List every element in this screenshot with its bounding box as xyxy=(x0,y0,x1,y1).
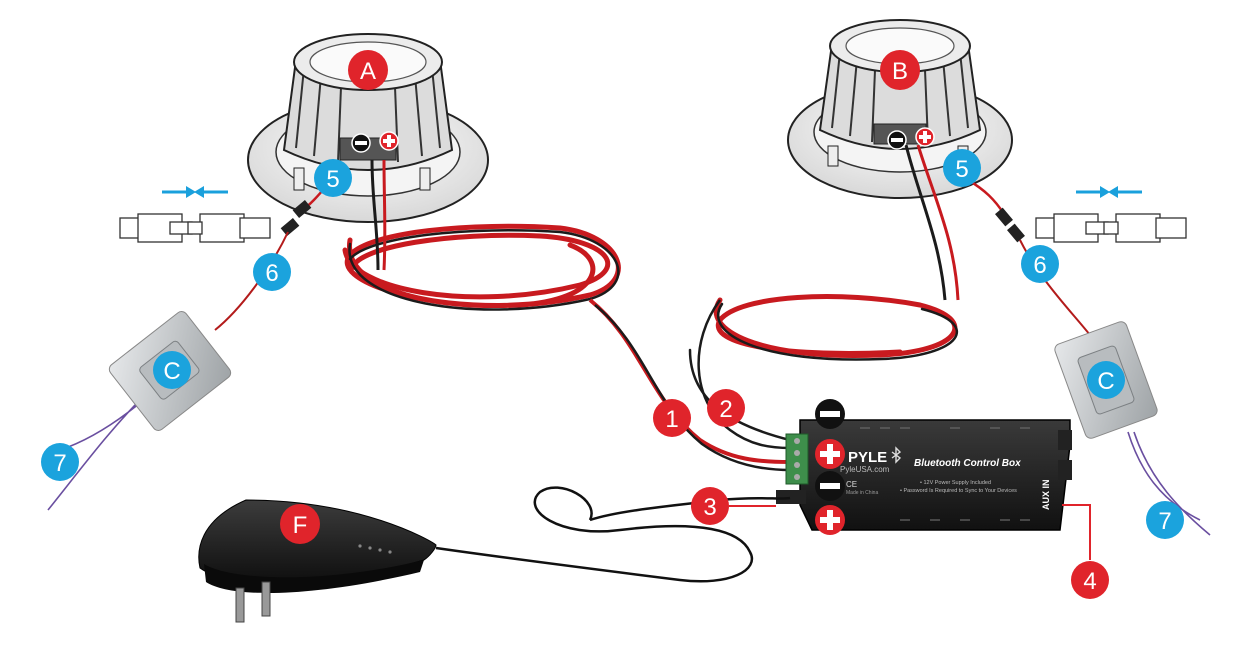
badge-c-right: C xyxy=(1087,361,1125,399)
badge-5-left: 5 xyxy=(314,159,352,197)
bluetooth-icon xyxy=(891,446,902,464)
badge-3: 3 xyxy=(691,487,776,525)
polarity-plus-lower xyxy=(815,505,845,535)
badge-c-left: C xyxy=(153,351,191,389)
badge-5-right: 5 xyxy=(943,149,981,187)
svg-text:C: C xyxy=(1097,368,1114,395)
badge-b: B xyxy=(880,50,920,90)
adapter-cable xyxy=(435,486,791,583)
badge-7-right: 7 xyxy=(1146,501,1184,539)
svg-text:4: 4 xyxy=(1083,568,1096,595)
badge-2: 2 xyxy=(707,389,745,427)
svg-text:B: B xyxy=(892,58,908,85)
svg-text:7: 7 xyxy=(1158,508,1171,535)
polarity-plus-upper xyxy=(815,439,845,469)
svg-text:C: C xyxy=(163,358,180,385)
speaker-b-leads xyxy=(904,144,960,301)
badge-f: F xyxy=(280,504,320,544)
badge-6-right: 6 xyxy=(1021,245,1059,283)
svg-text:6: 6 xyxy=(265,260,278,287)
badge-6-left: 6 xyxy=(253,253,291,291)
polarity-minus-lower xyxy=(815,471,845,501)
connector-diagram-right xyxy=(1035,186,1187,243)
polarity-minus-top xyxy=(815,399,845,429)
speaker-a-leads xyxy=(370,159,387,271)
bluetooth-control-box: PYLE PyleUSA.com Bluetooth Control Box C… xyxy=(776,419,1091,560)
connector-diagram-left xyxy=(119,186,271,243)
badge-4: 4 xyxy=(1071,561,1109,599)
svg-text:7: 7 xyxy=(53,450,66,477)
svg-text:5: 5 xyxy=(955,156,968,183)
box-brand: PYLE xyxy=(848,449,887,466)
svg-text:6: 6 xyxy=(1033,252,1046,279)
badge-1: 1 xyxy=(653,399,691,437)
box-line-1: • 12V Power Supply Included xyxy=(920,480,991,486)
svg-text:1: 1 xyxy=(665,406,678,433)
wire-run-1 xyxy=(588,298,791,472)
svg-text:A: A xyxy=(360,58,376,85)
box-origin: Made in China xyxy=(846,490,878,496)
svg-text:5: 5 xyxy=(326,166,339,193)
box-cert: CE xyxy=(846,480,857,489)
aux-in-label: AUX IN xyxy=(1041,479,1051,510)
box-line-2: • Password Is Required to Sync to Your D… xyxy=(900,488,1017,494)
svg-text:F: F xyxy=(293,512,308,539)
badge-a: A xyxy=(348,50,388,90)
wire-coil-left xyxy=(342,223,621,311)
svg-text:2: 2 xyxy=(719,396,732,423)
box-title: Bluetooth Control Box xyxy=(914,458,1021,469)
badge-7-left: 7 xyxy=(41,443,79,481)
power-adapter xyxy=(198,499,437,623)
speaker-b-terminals xyxy=(887,127,935,150)
box-url: PyleUSA.com xyxy=(840,465,890,474)
speaker-a-terminals xyxy=(351,131,399,153)
svg-text:3: 3 xyxy=(703,494,716,521)
